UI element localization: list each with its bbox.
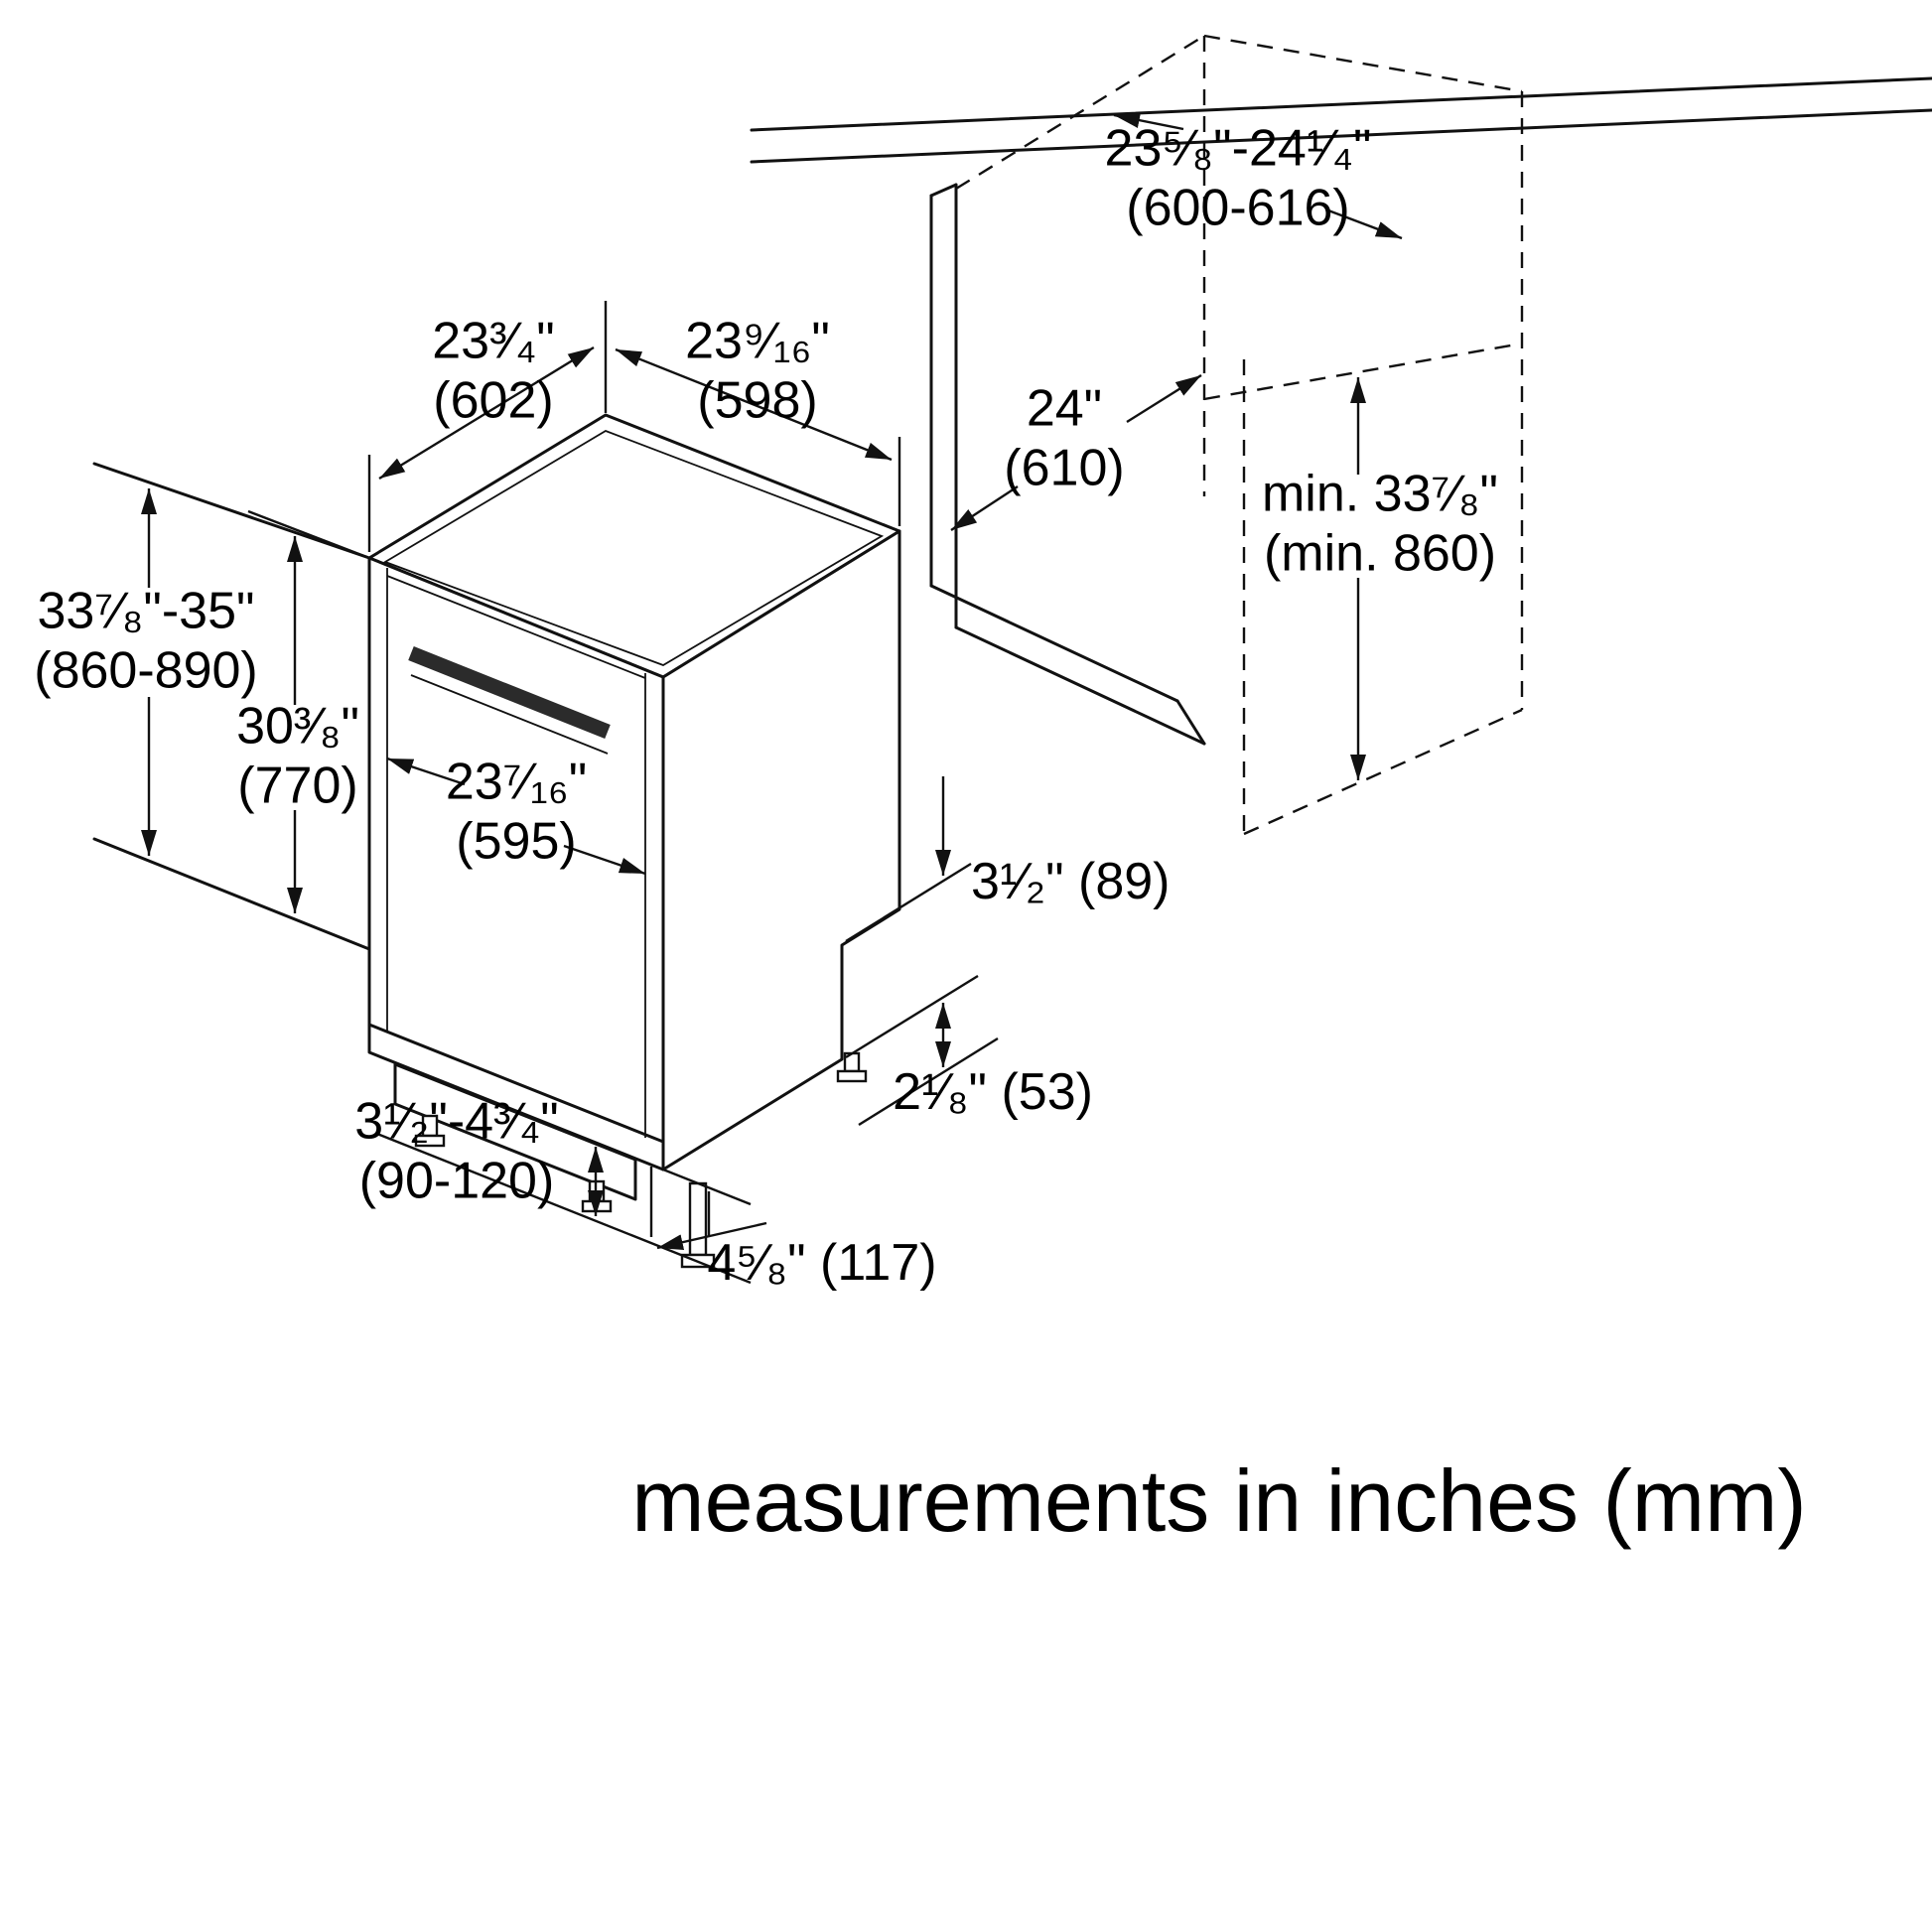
units-caption: measurements in inches (mm) [631,1451,1807,1550]
dim-label-opening-width: 23⁵⁄₈"-24¹⁄₄" (600-616) [1104,119,1372,237]
counter-and-floor-lines [92,76,1932,951]
cabinet-opening-dashed-outline [955,34,1524,836]
dim-label-front-foot-offset: 4⁵⁄₈" (117) [707,1233,937,1292]
cabinet-side-wall [929,183,1206,746]
door-handle [408,646,611,739]
dishwasher-body [367,413,901,1201]
dim-label-top-depth: 23³⁄₄" (602) [432,312,555,430]
dim-label-base-height: 3¹⁄₂"-4³⁄₄" (90-120) [354,1092,559,1210]
front-left-foot-base [414,1134,446,1148]
dim-label-rear-clearance: 3¹⁄₂" (89) [971,852,1171,910]
dim-label-door-width: 23⁷⁄₁₆" (595) [445,753,588,871]
toe-kick-panel [393,1062,637,1201]
rear-foot-base [836,1069,868,1083]
dim-label-top-width: 23⁹⁄₁₆" (598) [685,312,830,430]
dim-label-opening-height: min. 33⁷⁄₈" (min. 860) [1261,465,1499,583]
door-bottom-edge [367,1023,665,1144]
dim-label-rear-foot-offset: 2¹⁄₈" (53) [893,1062,1093,1121]
base-reference-lines [376,1132,752,1285]
dimension-lines [141,112,1403,1251]
dim-label-cabinet-depth: 24" (610) [1004,379,1125,497]
door-top-gap [386,575,646,679]
front-offset-foot [688,1181,708,1257]
door-handle-shadow [410,674,609,755]
dim-label-door-height: 30³⁄₈" (770) [236,697,359,815]
dim-label-overall-height: 33⁷⁄₈"-35" (860-890) [34,582,258,700]
